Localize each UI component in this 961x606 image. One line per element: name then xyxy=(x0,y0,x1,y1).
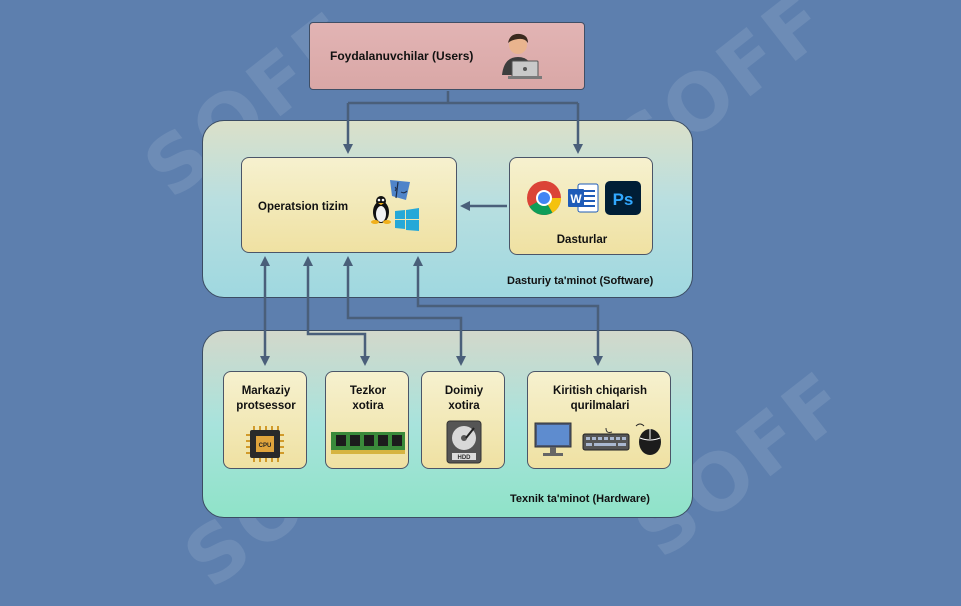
software-group: Dasturiy ta'minot (Software) Operatsion … xyxy=(202,120,693,298)
photoshop-icon: Ps xyxy=(605,181,641,215)
connectors xyxy=(260,91,603,366)
os-box: Operatsion tizim xyxy=(241,157,457,253)
svg-text:W: W xyxy=(570,192,582,206)
word-icon: W xyxy=(568,183,599,213)
hdd-icon: HDD xyxy=(446,420,482,464)
svg-text:Ps: Ps xyxy=(613,190,634,209)
apps-box: W Ps Dasturlar xyxy=(509,157,653,255)
users-trunk-line xyxy=(348,91,578,105)
arrow-io-os xyxy=(413,256,603,366)
svg-text:CPU: CPU xyxy=(259,443,272,449)
mouse-icon xyxy=(635,423,661,455)
svg-text:HDD: HDD xyxy=(458,455,472,461)
cpu-icon: CPU xyxy=(246,426,284,462)
windows-icon xyxy=(395,208,419,231)
os-label: Operatsion tizim xyxy=(258,201,349,213)
macos-icon xyxy=(390,180,410,200)
ram-icon xyxy=(331,432,405,454)
hardware-label: Texnik ta'minot (Hardware) xyxy=(510,493,650,505)
monitor-icon xyxy=(534,422,572,456)
keyboard-icon xyxy=(582,427,630,451)
user-laptop-icon xyxy=(502,33,542,79)
arrow-ram-os xyxy=(303,256,370,366)
users-box: Foydalanuvchilar (Users) xyxy=(309,22,585,90)
users-label: Foydalanuvchilar (Users) xyxy=(330,49,474,63)
linux-icon xyxy=(371,196,391,224)
chrome-icon xyxy=(527,181,561,215)
apps-label: Dasturlar xyxy=(556,234,608,246)
